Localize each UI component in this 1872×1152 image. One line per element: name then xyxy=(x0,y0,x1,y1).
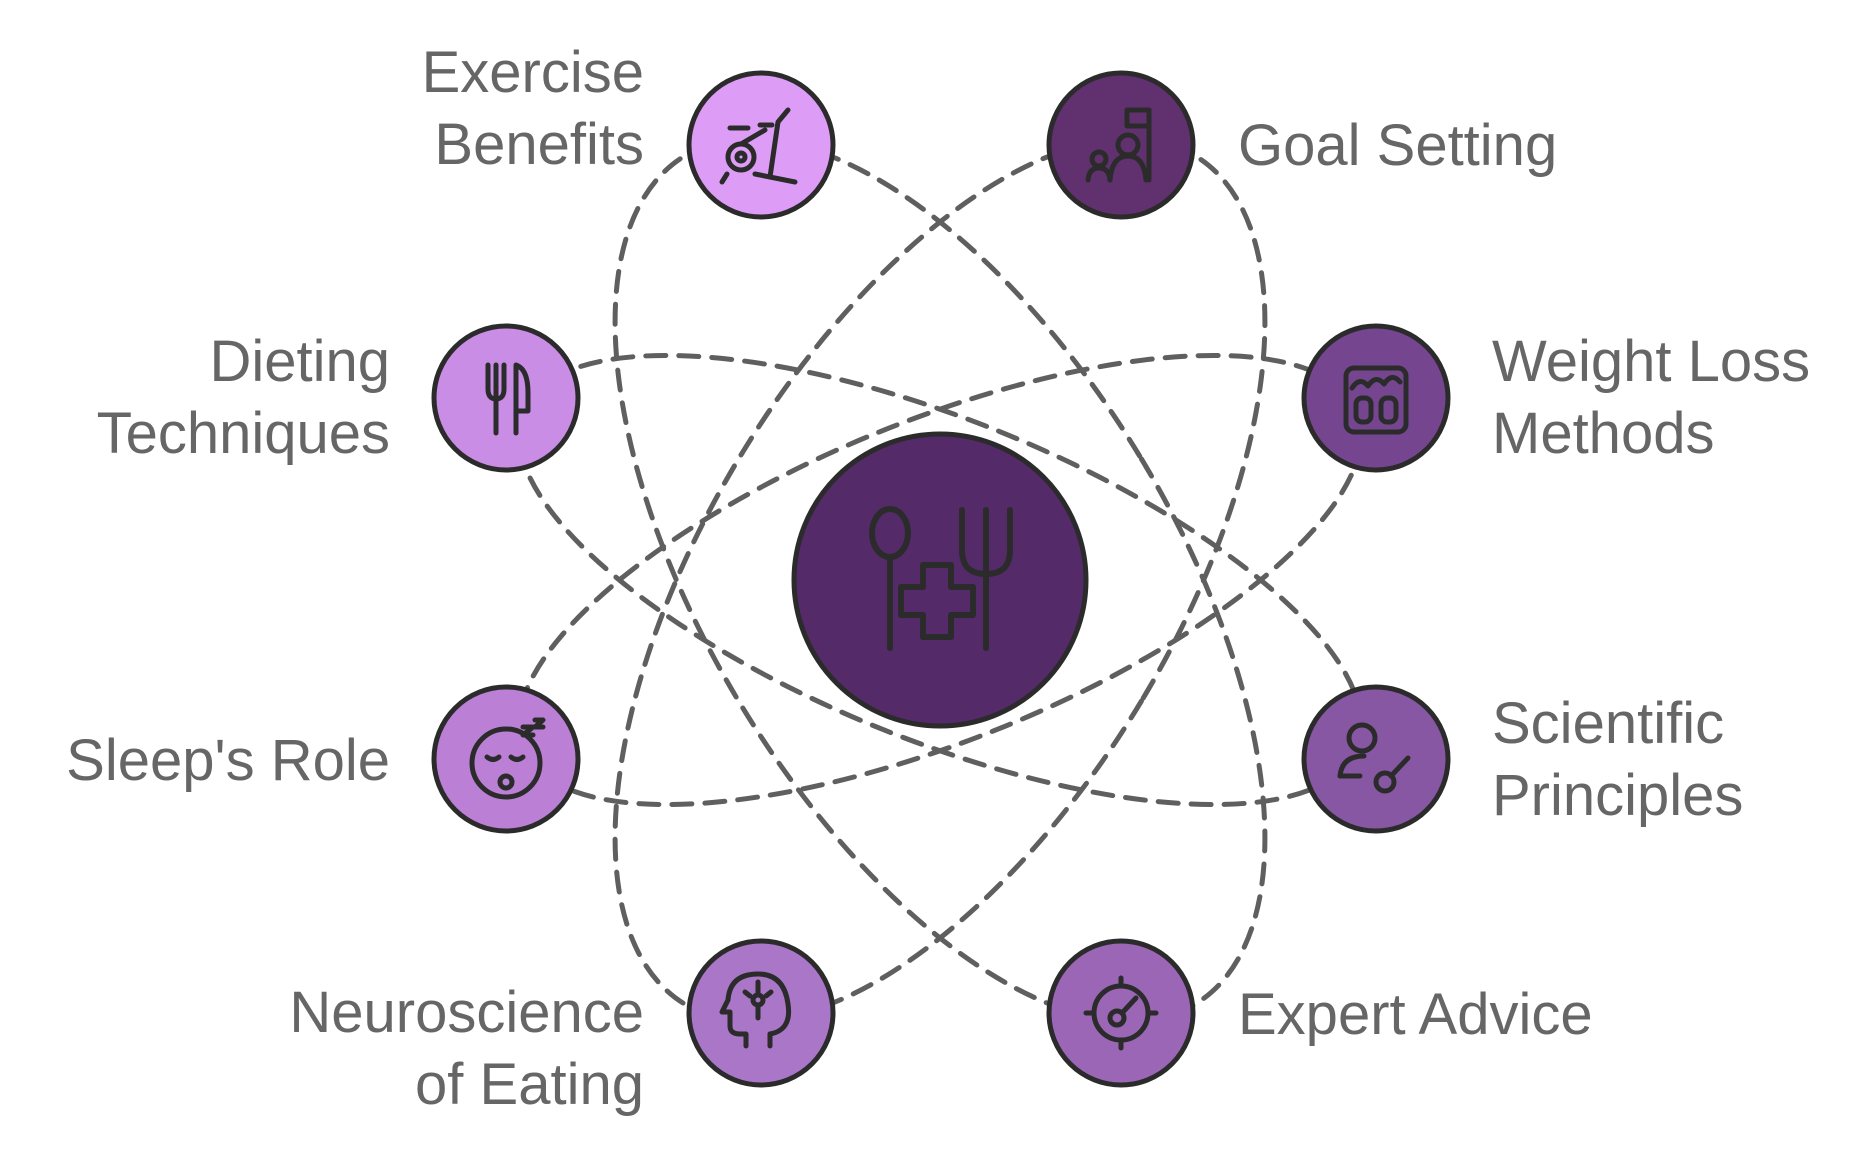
label-line: Weight Loss xyxy=(1492,329,1811,394)
target-gauge-icon xyxy=(1083,975,1159,1051)
label-line: of Eating xyxy=(415,1052,644,1117)
label-weight-loss-methods: Weight Loss Methods xyxy=(1492,326,1810,470)
label-line: Dieting xyxy=(209,329,390,394)
cutlery-icon xyxy=(485,362,531,436)
brain-head-icon xyxy=(719,971,792,1049)
label-line: Neuroscience xyxy=(289,980,644,1045)
center-hub xyxy=(791,431,1089,729)
label-neuroscience-of-eating: Neuroscience of Eating xyxy=(289,977,644,1121)
diet-health-icon xyxy=(869,506,1013,651)
label-line: Scientific xyxy=(1492,691,1725,756)
node-sleeps-role xyxy=(431,684,581,834)
exercise-bike-icon xyxy=(719,107,798,185)
label-line: Sleep's Role xyxy=(66,728,390,793)
label-line: Expert Advice xyxy=(1238,982,1593,1047)
node-dieting-techniques xyxy=(431,323,581,473)
label-scientific-principles: Scientific Principles xyxy=(1492,688,1743,832)
goal-flag-icon xyxy=(1085,107,1152,183)
sleeping-face-icon xyxy=(469,717,546,800)
scientist-icon xyxy=(1337,722,1411,794)
label-line: Exercise xyxy=(421,40,644,105)
label-line: Techniques xyxy=(96,401,390,466)
label-expert-advice: Expert Advice xyxy=(1238,979,1593,1051)
orbit-vertical-b xyxy=(612,136,1268,1024)
node-scientific-principles xyxy=(1301,684,1451,834)
label-goal-setting: Goal Setting xyxy=(1238,110,1557,182)
node-neuroscience-of-eating xyxy=(686,938,836,1088)
label-line: Goal Setting xyxy=(1238,113,1558,178)
weight-scale-icon xyxy=(1343,365,1409,435)
node-exercise-benefits xyxy=(686,70,836,220)
node-expert-advice xyxy=(1046,938,1196,1088)
label-line: Benefits xyxy=(434,112,644,177)
label-line: Methods xyxy=(1492,401,1715,466)
label-sleeps-role: Sleep's Role xyxy=(66,725,390,797)
label-exercise-benefits: Exercise Benefits xyxy=(422,37,644,181)
node-goal-setting xyxy=(1046,70,1196,220)
label-dieting-techniques: Dieting Techniques xyxy=(97,326,390,470)
node-weight-loss-methods xyxy=(1301,323,1451,473)
label-line: Principles xyxy=(1492,763,1744,828)
